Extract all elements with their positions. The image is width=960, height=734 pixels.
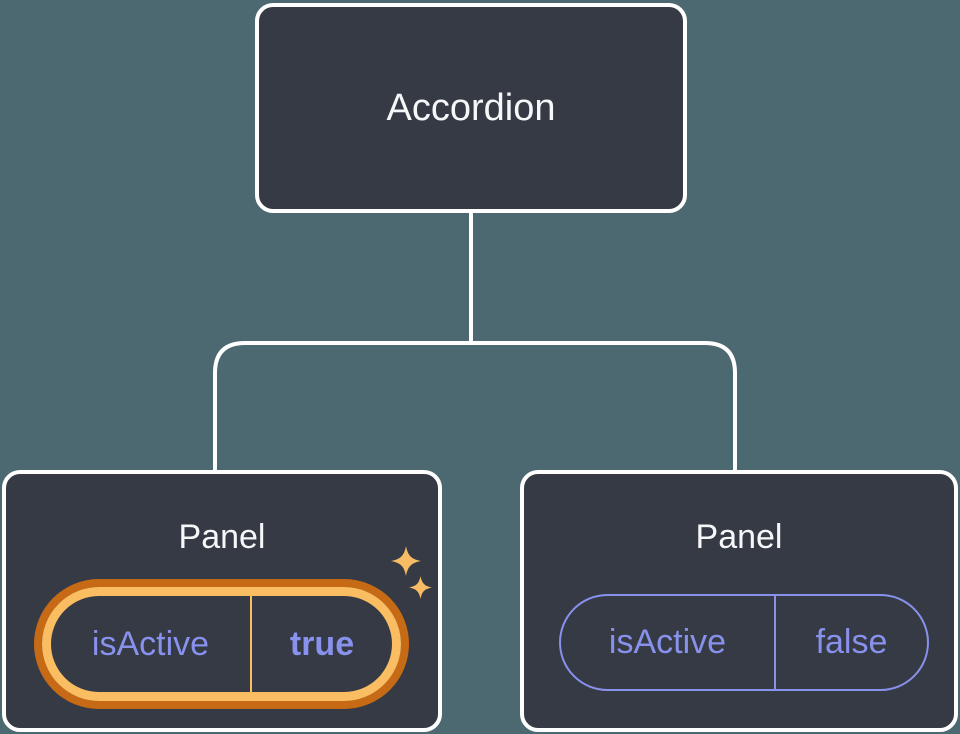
accordion-node: Accordion [255, 3, 687, 213]
panel-node-label: Panel [695, 518, 783, 556]
state-key-label: isActive [608, 623, 727, 661]
accordion-node-label: Accordion [386, 86, 556, 129]
state-pill-inactive: isActive false [559, 594, 929, 691]
panel-node-label: Panel [178, 518, 266, 556]
connector-branch [213, 341, 737, 472]
state-pill-active: isActive true [42, 587, 401, 701]
state-key-label: isActive [91, 624, 210, 663]
state-pill-divider [250, 596, 252, 692]
state-pill-divider [774, 596, 776, 689]
state-value-label: true [289, 624, 355, 663]
panel-node-inactive: Panel isActive false [520, 470, 958, 732]
state-value-label: false [815, 623, 888, 661]
panel-node-active: Panel isActive true [2, 470, 442, 732]
